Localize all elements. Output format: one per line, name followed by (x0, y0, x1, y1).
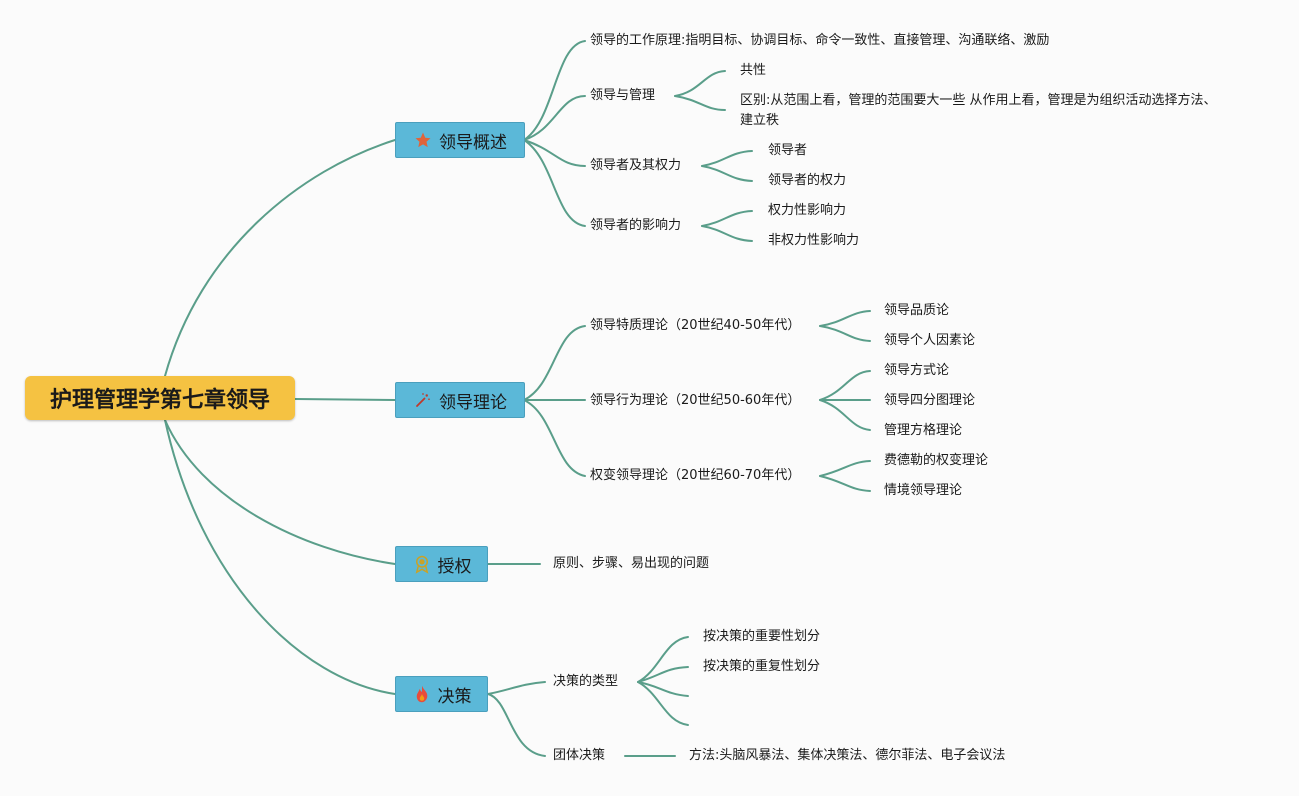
leaf-contingency-situational[interactable]: 情境领导理论 (884, 483, 963, 498)
leaf-leader[interactable]: 领导者 (768, 143, 808, 158)
leaf-lead-manage-diff[interactable]: 区别:从范围上看，管理的范围要大一些 从作用上看，管理是为组织活动选择方法、建立… (740, 93, 1217, 128)
leaf-behavior-grid[interactable]: 管理方格理论 (884, 423, 963, 438)
leaf-by-repetition[interactable]: 按决策的重复性划分 (703, 659, 821, 674)
leaf-group-decision[interactable]: 团体决策 (553, 748, 606, 763)
award-icon (412, 554, 432, 574)
leaf-principles[interactable]: 领导的工作原理:指明目标、协调目标、命令一致性、直接管理、沟通联络、激励 (590, 33, 1050, 48)
leaf-decision-types[interactable]: 决策的类型 (553, 674, 619, 689)
leaf-trait-theory[interactable]: 领导特质理论（20世纪40-50年代） (590, 318, 801, 333)
leaf-behavior-quadrant[interactable]: 领导四分图理论 (884, 393, 976, 408)
branch-decision-label: 决策 (437, 686, 472, 707)
branch-theory-label: 领导理论 (439, 392, 507, 413)
leaf-influence[interactable]: 领导者的影响力 (590, 218, 682, 233)
leaf-trait-quality[interactable]: 领导品质论 (884, 303, 950, 318)
leaf-group-methods[interactable]: 方法:头脑风暴法、集体决策法、德尔菲法、电子会议法 (689, 748, 1006, 763)
leaf-nonpower-influence[interactable]: 非权力性影响力 (768, 233, 860, 248)
root-topic[interactable]: 护理管理学第七章领导 (25, 376, 295, 420)
branch-decision[interactable]: 决策 (395, 676, 488, 712)
leaf-by-importance[interactable]: 按决策的重要性划分 (703, 629, 821, 644)
branch-delegation-label: 授权 (437, 556, 472, 577)
leaf-power-influence[interactable]: 权力性影响力 (768, 203, 847, 218)
leaf-behavior-theory[interactable]: 领导行为理论（20世纪50-60年代） (590, 393, 801, 408)
branch-delegation[interactable]: 授权 (395, 546, 488, 582)
branch-overview-label: 领导概述 (439, 132, 507, 153)
magic-wand-icon (413, 390, 433, 410)
leaf-behavior-style[interactable]: 领导方式论 (884, 363, 950, 378)
leaf-lead-manage-common[interactable]: 共性 (740, 63, 767, 78)
star-icon (413, 130, 433, 150)
leaf-contingency-fiedler[interactable]: 费德勒的权变理论 (884, 453, 989, 468)
branch-theory[interactable]: 领导理论 (395, 382, 525, 418)
leaf-trait-personal[interactable]: 领导个人因素论 (884, 333, 976, 348)
leaf-leader-power-child[interactable]: 领导者的权力 (768, 173, 847, 188)
leaf-contingency-theory[interactable]: 权变领导理论（20世纪60-70年代） (590, 468, 801, 483)
leaf-lead-manage[interactable]: 领导与管理 (590, 88, 656, 103)
leaf-leader-power[interactable]: 领导者及其权力 (590, 158, 682, 173)
fire-icon (412, 684, 432, 704)
branch-overview[interactable]: 领导概述 (395, 122, 525, 158)
leaf-delegation-content[interactable]: 原则、步骤、易出现的问题 (553, 556, 710, 571)
